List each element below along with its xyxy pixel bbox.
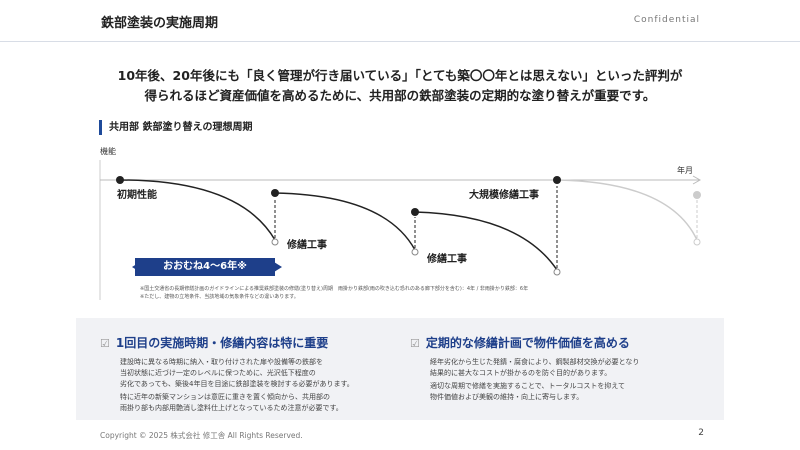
repair-points: [116, 176, 561, 216]
point-1: ☑ 1回目の実施時期・修繕内容は特に重要 建設時に異なる時期に納入・取り付けされた…: [100, 334, 354, 416]
footnotes: ※国土交通省の長期修繕計画のガイドラインによる推奨鉄部塗装の修繕(塗り替え)周期…: [140, 285, 528, 301]
repair-label-2: 修繕工事: [427, 254, 467, 265]
page-number: 2: [698, 428, 704, 438]
footnote-1: ※国土交通省の長期修繕計画のガイドラインによる推奨鉄部塗装の修繕(塗り替え)周期…: [140, 286, 529, 292]
lead-text: 10年後、20年後にも「良く管理が行き届いている」「とても築〇〇年とは思えない」…: [0, 66, 800, 106]
decline-curve-2: [274, 192, 416, 251]
point-text: 経年劣化から生じた発錆・腐食により、鋼製部材交換が必要となり 結果的に甚大なコス…: [430, 358, 640, 377]
section-title: 共用部 鉄部塗り替えの理想周期: [99, 120, 252, 135]
lead-line-2: 得られるほど資産価値を高めるために、共用部の鉄部塗装の定期的な塗り替えが重要です…: [144, 88, 656, 103]
point-title: 定期的な修繕計画で物件価値を高める: [425, 336, 630, 350]
point-text: 適切な周期で修繕を実施することで、トータルコストを抑えて 物件価値および美観の維…: [430, 382, 626, 401]
point-text: 建設時に異なる時期に納入・取り付けされた扉や設備等の鉄部を 当初状態に近づけ一定…: [120, 358, 354, 388]
major-repair-label: 大規模修繕工事: [469, 190, 539, 201]
key-points-panel: [76, 318, 724, 420]
x-axis-label: 年月: [677, 166, 693, 175]
copyright: Copyright © 2025 株式会社 修工舎 All Rights Res…: [100, 431, 303, 440]
point-text: 特に近年の新築マンションは意匠に重きを置く傾向から、共用部の 雨掛り部も内部用艶…: [120, 393, 343, 412]
lead-line-1: 10年後、20年後にも「良く管理が行き届いている」「とても築〇〇年とは思えない」…: [117, 68, 683, 83]
decline-curve-4: [556, 179, 698, 241]
x-axis-arrow-icon: [692, 175, 702, 185]
y-axis-label: 機能: [100, 147, 116, 156]
point-2: ☑ 定期的な修繕計画で物件価値を高める 経年劣化から生じた発錆・腐食により、鋼製部…: [410, 334, 639, 405]
point-title: 1回目の実施時期・修繕内容は特に重要: [115, 336, 329, 350]
decline-curve-3: [414, 211, 558, 271]
repair-label-1: 修繕工事: [287, 240, 327, 251]
interval-badge: おおむね4～6年※: [135, 258, 275, 276]
decline-curve-1: [119, 179, 276, 241]
checkbox-icon: ☑: [100, 337, 110, 350]
page-title: 鉄部塗装の実施周期: [101, 16, 219, 31]
cycle-diagram: [99, 160, 702, 300]
initial-label: 初期性能: [117, 190, 157, 201]
confidential-label: Confidential: [633, 15, 700, 25]
repair-lines: [274, 186, 558, 268]
header: 鉄部塗装の実施周期 Confidential: [0, 0, 800, 42]
checkbox-icon: ☑: [410, 337, 420, 350]
footnote-2: ※ただし、建物の立地条件、当該地域の気象条件などの違いあります。: [140, 294, 299, 300]
